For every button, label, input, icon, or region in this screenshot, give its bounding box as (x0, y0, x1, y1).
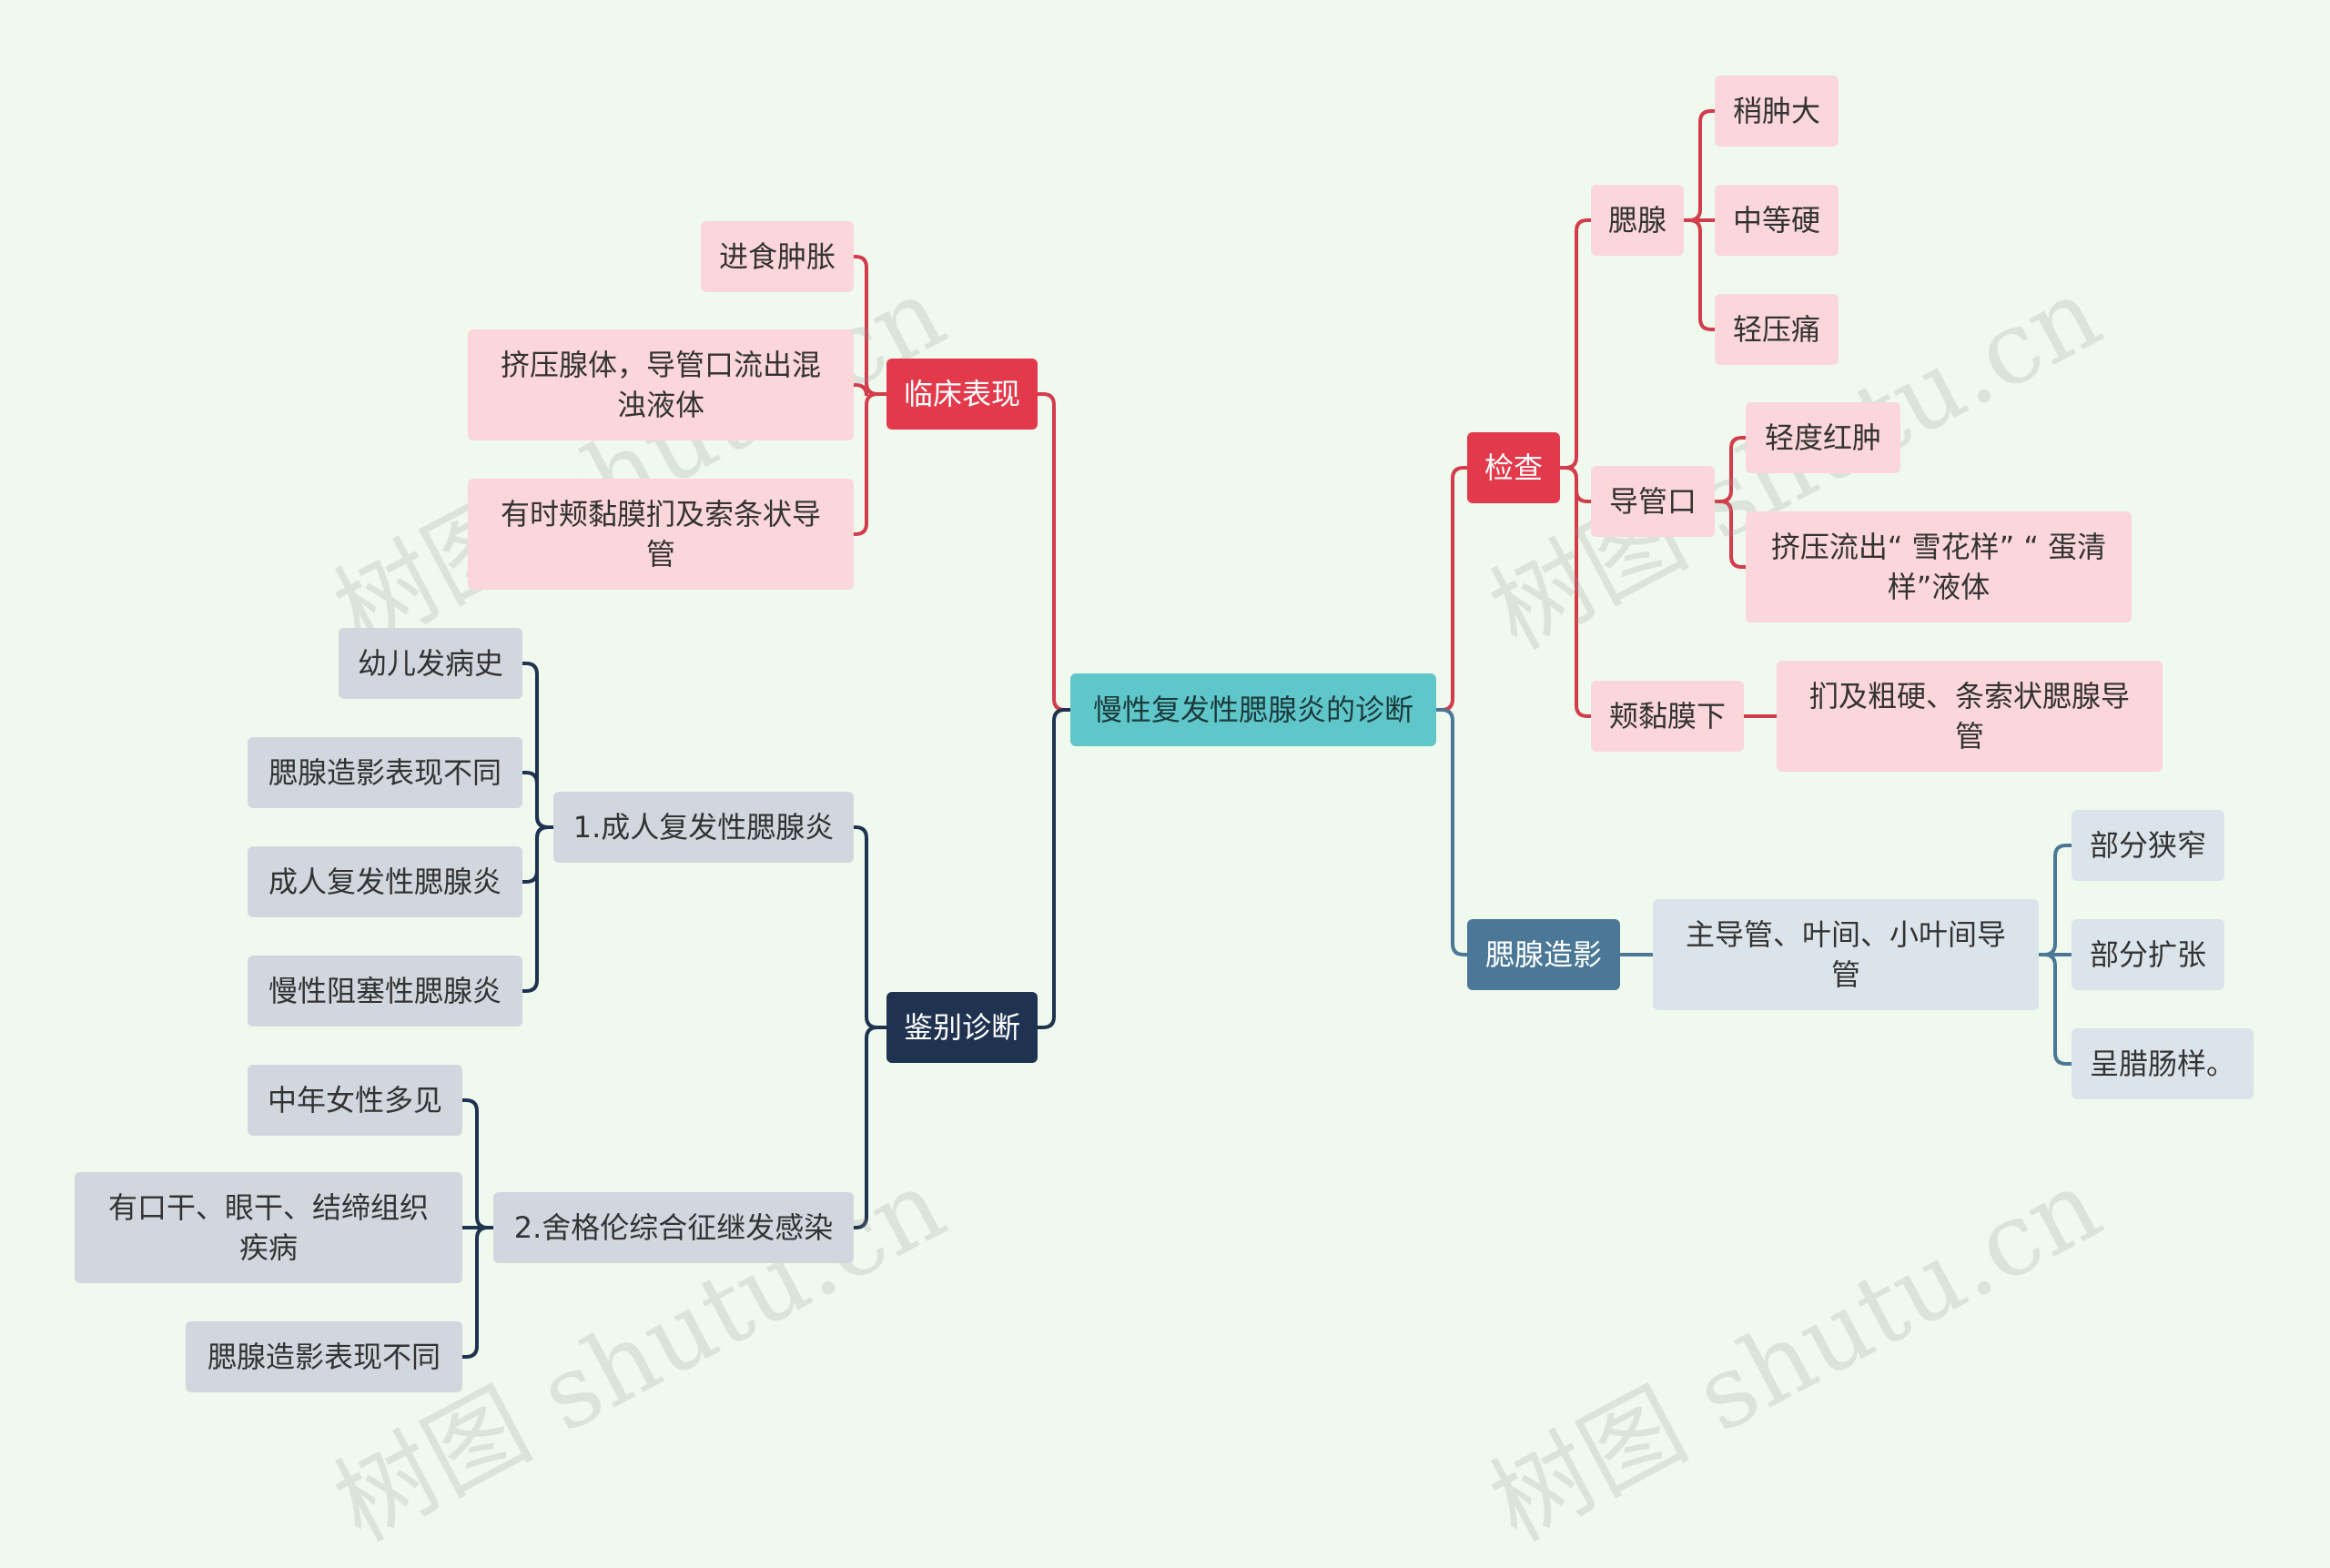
adult-item-4[interactable]: 慢性阻塞性腮腺炎 (248, 956, 522, 1027)
duct-node[interactable]: 导管口 (1591, 466, 1715, 537)
sjogren-item-2[interactable]: 有口干、眼干、结缔组织疾病 (75, 1172, 462, 1283)
adult-recurrent-node[interactable]: 1.成人复发性腮腺炎 (553, 792, 854, 863)
branch-differential[interactable]: 鉴别诊断 (886, 992, 1038, 1063)
link-exam-gland (1558, 218, 1593, 470)
duct-item-1[interactable]: 轻度红肿 (1746, 402, 1900, 473)
link-clinical-3 (852, 392, 888, 536)
link-diff-adult (852, 825, 888, 1029)
link-exam-mucosa (1558, 466, 1593, 718)
branch-exam[interactable]: 检查 (1467, 432, 1560, 503)
link-gland-3 (1682, 218, 1717, 331)
link-root-exam (1434, 466, 1469, 712)
sjogren-node[interactable]: 2.舍格伦综合征继发感染 (493, 1192, 854, 1263)
gland-node[interactable]: 腮腺 (1591, 185, 1684, 256)
mucosa-item-1[interactable]: 扪及粗硬、条索状腮腺导管 (1777, 661, 2163, 772)
clinical-item-2[interactable]: 挤压腺体，导管口流出混浊液体 (468, 329, 854, 440)
gland-item-2[interactable]: 中等硬 (1715, 185, 1839, 256)
gland-item-3[interactable]: 轻压痛 (1715, 294, 1839, 365)
sialography-item-1[interactable]: 部分狭窄 (2072, 810, 2224, 881)
adult-item-3[interactable]: 成人复发性腮腺炎 (248, 846, 522, 917)
mind-map: 树图 shutu.cn 树图 shutu.cn 树图 shutu.cn 树图 s… (75, 76, 2254, 1563)
connector-lines (461, 109, 2073, 1359)
link-diff-sjogren (852, 1026, 888, 1229)
link-root-sialography (1434, 708, 1469, 956)
link-root-differential (1036, 708, 1072, 1029)
link-adult-4 (521, 825, 555, 993)
sialography-item-2[interactable]: 部分扩张 (2072, 919, 2224, 990)
branch-sialography[interactable]: 腮腺造影 (1467, 919, 1620, 990)
link-sialo-1 (2037, 844, 2073, 956)
branch-clinical[interactable]: 临床表现 (886, 359, 1038, 430)
gland-item-1[interactable]: 稍肿大 (1715, 76, 1839, 147)
mucosa-node[interactable]: 颊黏膜下 (1591, 681, 1744, 752)
sjogren-item-1[interactable]: 中年女性多见 (248, 1065, 462, 1136)
link-root-clinical (1036, 392, 1072, 712)
adult-item-2[interactable]: 腮腺造影表现不同 (248, 737, 522, 808)
link-clinical-1 (852, 255, 888, 396)
link-sjogren-3 (461, 1226, 495, 1359)
clinical-item-3[interactable]: 有时颊黏膜扪及索条状导管 (468, 479, 854, 590)
link-adult-2 (521, 771, 555, 829)
sialography-duct-node[interactable]: 主导管、叶间、小叶间导管 (1653, 899, 2039, 1010)
clinical-item-1[interactable]: 进食肿胀 (701, 221, 854, 292)
link-gland-1 (1682, 109, 1717, 222)
link-sjogren-1 (461, 1098, 495, 1229)
adult-item-1[interactable]: 幼儿发病史 (339, 628, 522, 699)
link-duct-1 (1713, 436, 1748, 503)
duct-item-2[interactable]: 挤压流出“ 雪花样” “ 蛋清样”液体 (1746, 511, 2132, 622)
sjogren-item-3[interactable]: 腮腺造影表现不同 (186, 1321, 462, 1392)
root-topic[interactable]: 慢性复发性腮腺炎的诊断 (1070, 673, 1436, 746)
sialography-item-3[interactable]: 呈腊肠样。 (2072, 1028, 2254, 1099)
link-sialo-3 (2037, 953, 2073, 1066)
link-duct-2 (1713, 500, 1748, 569)
